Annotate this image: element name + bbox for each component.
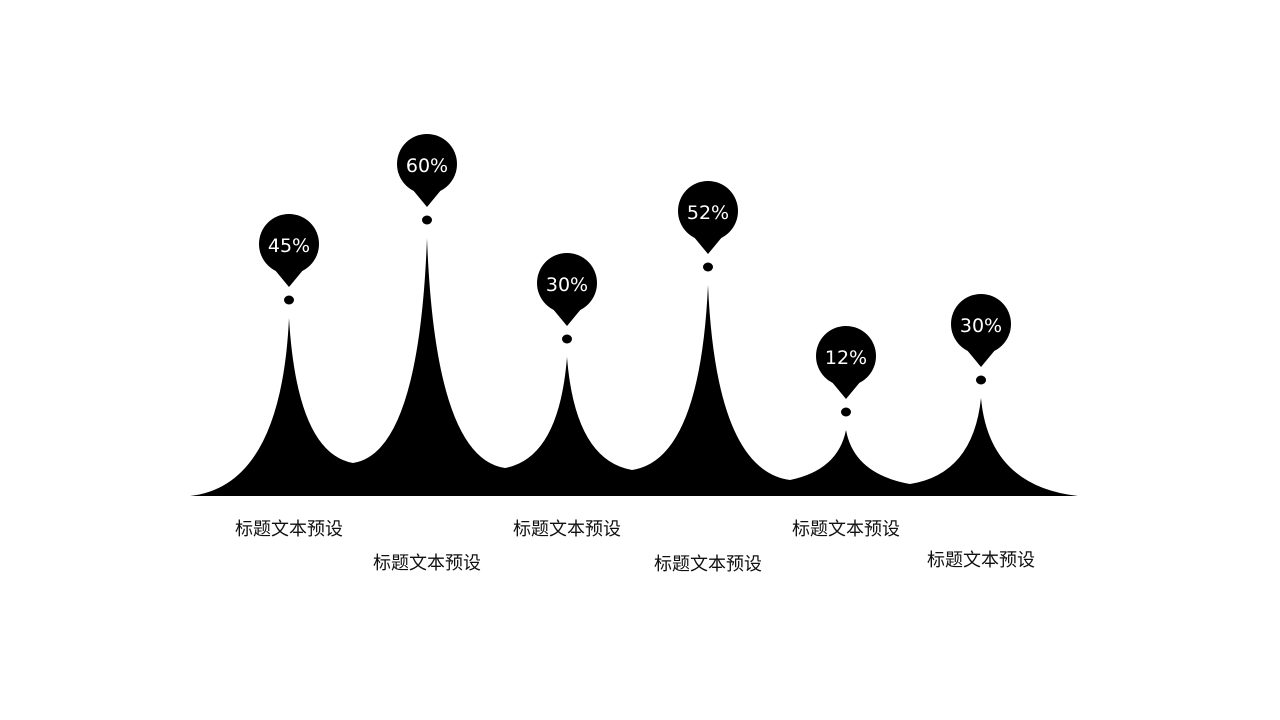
- peak-dot: [703, 262, 713, 272]
- category-label: 标题文本预设: [927, 550, 1035, 571]
- category-label: 标题文本预设: [513, 519, 621, 540]
- pin-point: [260, 252, 318, 287]
- value-label: 60%: [406, 155, 448, 177]
- value-pin: 60%: [397, 134, 457, 225]
- peak-dot: [841, 407, 851, 417]
- peak-dot: [976, 375, 986, 385]
- category-label: 标题文本预设: [792, 519, 900, 540]
- peak-dot: [562, 334, 572, 344]
- category-label: 标题文本预设: [235, 519, 343, 540]
- pin-point: [398, 172, 456, 207]
- value-pin: 30%: [951, 294, 1011, 385]
- value-pin: 30%: [537, 253, 597, 344]
- value-pin: 52%: [678, 181, 738, 272]
- value-pin: 12%: [816, 326, 876, 417]
- peaks-area: [190, 238, 1078, 496]
- value-label: 12%: [825, 347, 867, 369]
- value-pin: 45%: [259, 214, 319, 305]
- value-label: 30%: [546, 274, 588, 296]
- value-label: 45%: [268, 235, 310, 257]
- value-label: 52%: [687, 202, 729, 224]
- category-label: 标题文本预设: [373, 553, 481, 574]
- pin-point: [952, 332, 1010, 367]
- peak-dot: [422, 215, 432, 225]
- value-label: 30%: [960, 315, 1002, 337]
- pin-point: [679, 219, 737, 254]
- pin-point: [538, 291, 596, 326]
- peak-dot: [284, 295, 294, 305]
- category-label: 标题文本预设: [654, 554, 762, 575]
- pin-point: [817, 364, 875, 399]
